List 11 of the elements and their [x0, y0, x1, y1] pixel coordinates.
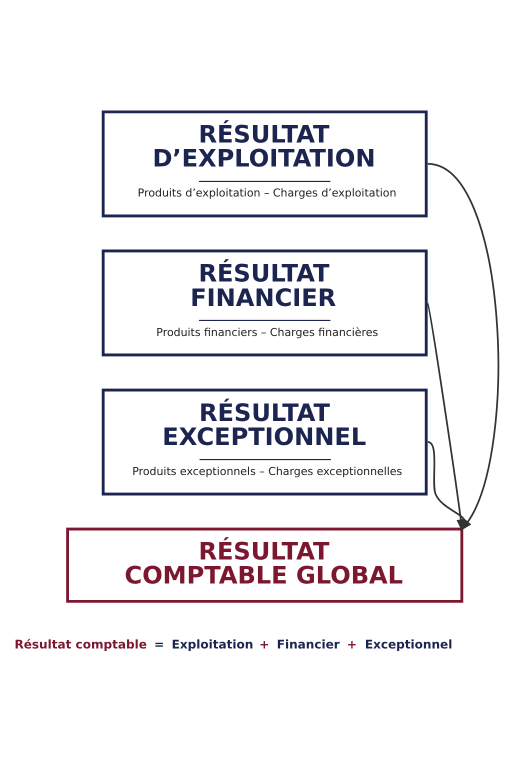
node-box: RÉSULTAT D’EXPLOITATION Produits d’exploitation – Charges d’exploitation: [101, 110, 428, 218]
label: Résultat comptable: [14, 637, 146, 652]
node-box: RÉSULTAT COMPTABLE GLOBAL: [66, 528, 463, 603]
label: Financier: [276, 637, 340, 652]
label: +: [258, 637, 269, 652]
label: Exploitation: [171, 637, 253, 652]
label: =: [154, 637, 164, 652]
label: +: [346, 637, 356, 652]
node-box: RÉSULTAT FINANCIER Produits financiers – Charges financières: [101, 250, 428, 356]
node-box: RÉSULTAT EXCEPTIONNEL Produits exceptionnels – Charges exceptionnelles: [101, 388, 428, 496]
label: Exceptionnel: [364, 637, 452, 652]
